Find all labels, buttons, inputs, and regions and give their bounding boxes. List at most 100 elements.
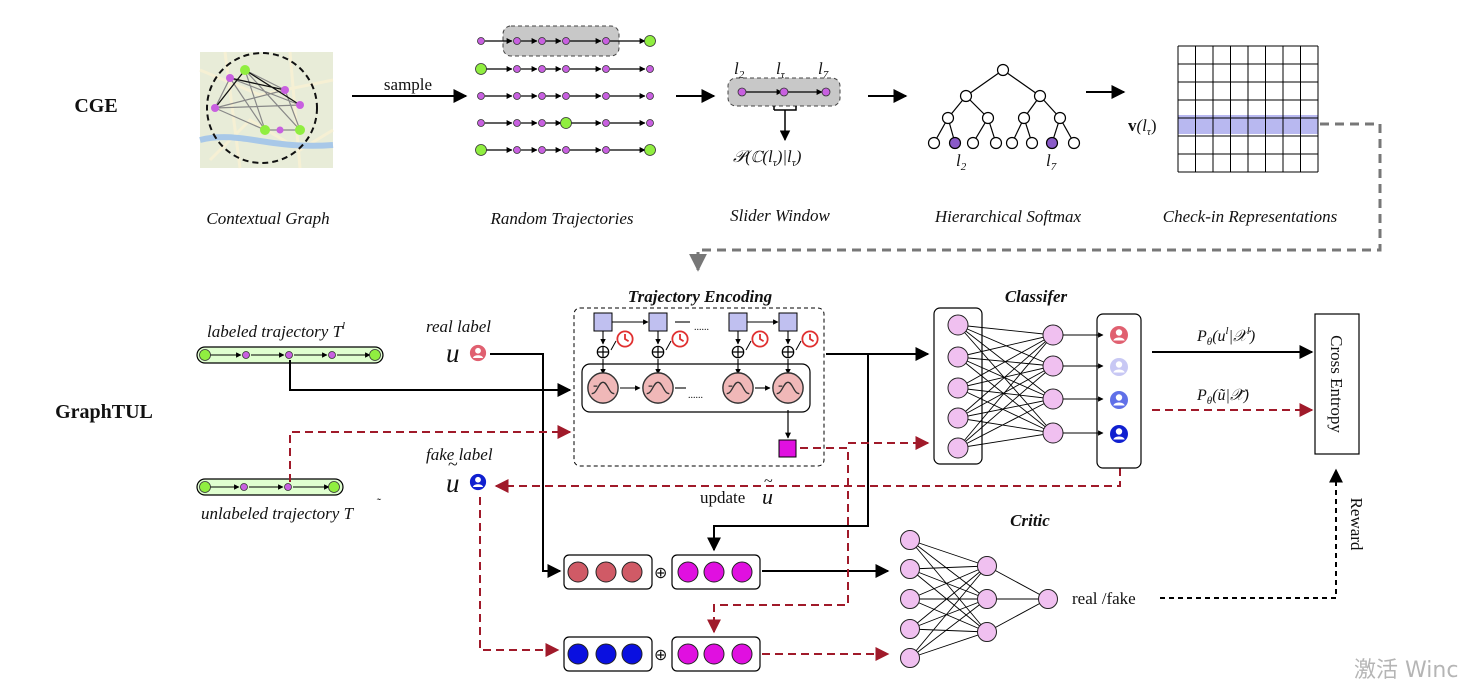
network-edge [909,539,988,633]
context-boundary [206,52,318,164]
real-label-to-critic-connector [490,353,562,578]
encoder-lstm-ellipsis: ...... [688,390,703,401]
network-neuron [947,314,969,336]
user-output-2-icon [1110,358,1128,376]
embedding-vector-label: v(lτ) [1128,116,1157,138]
tree-node [966,136,980,150]
tree-node [959,89,973,103]
network-edge [957,356,1054,400]
trajectory-node [199,349,211,361]
trajectory-node [644,35,656,47]
network-neuron [977,556,997,576]
classifier-input-layer [933,307,983,465]
trajectory-node [285,351,293,359]
tree-node [1067,136,1081,150]
real-label-symbol: u [446,338,460,368]
trajectory-node [602,146,610,154]
slider-window: l2 lτ l7 𝒫(ℂ(lτ)|lτ) [727,59,841,169]
trajectory-node [328,351,336,359]
plus-circle-icon [651,345,665,359]
trajectory-node [513,65,521,73]
classifier-output-layer [1096,313,1142,469]
user-output-4-icon [1110,425,1128,443]
network-neuron [900,559,920,579]
cross-entropy-box [1314,313,1360,455]
network-edge [957,417,1054,434]
update-u-tilde: ~ [764,473,773,490]
trajectory-node [538,119,546,127]
network-edge [957,324,1054,367]
encoder-edge [745,340,752,351]
update-u-symbol: u [762,484,773,509]
encoder-edge [795,340,802,351]
slider-window-caption: Slider Window [730,206,830,225]
network-edge [957,398,1054,449]
real-probability-label: Pθ(ul|𝒳l) [1196,325,1255,348]
trajectory-node [477,92,485,100]
encoder-edge [665,340,672,351]
tree-node [996,63,1010,77]
network-edge [986,598,1049,633]
tree-l2-label: l2 [956,151,967,173]
unlabeled-trajectory-tilde: ˜ [376,495,382,510]
random-trajectories-caption: Random Trajectories [489,209,633,228]
trajectory-node [513,92,521,100]
lstm-chain-box [581,363,811,413]
trajectory-node [475,63,487,75]
trajectory-node [240,483,248,491]
os-activation-watermark: 激活 Winc [1354,658,1458,683]
labeled-trajectory-label: labeled trajectory Tl [207,320,345,341]
network-edge [909,565,988,600]
clock-icon [801,330,819,348]
graphtul-row-label: GraphTUL [55,401,153,423]
network-neuron [947,407,969,429]
fake-label-tilde: ~ [448,454,458,474]
checkin-representations-caption: Check-in Representations [1163,207,1338,226]
labeled-trajectory [196,346,384,364]
tree-node [927,136,941,150]
network-edge [957,432,1054,449]
trajectory-encoding-title: Trajectory Encoding [628,287,773,306]
unlabeled-to-encoder-connector [289,425,572,482]
lstm-cell-icon [642,372,674,404]
network-edge [909,568,988,633]
update-label: update [700,488,745,507]
network-edge [909,568,988,600]
network-neuron [977,589,997,609]
classifier-title: Classifer [1005,287,1068,306]
encoder-top-ellipsis: ...... [694,322,709,333]
network-edge [909,565,988,630]
trajectory-node [646,119,654,127]
network-edge [957,356,1054,434]
network-edge [986,565,1049,600]
classifier-network [947,314,1104,459]
network-neuron [1042,324,1064,346]
tree-node [1033,89,1047,103]
network-edge [909,598,988,630]
network-edge [909,628,988,633]
clock-icon [751,330,769,348]
network-neuron [947,437,969,459]
tree-node [1025,136,1039,150]
tree-node [941,111,955,125]
tree-node [989,136,1003,150]
trajectory-node [602,92,610,100]
network-edge [957,387,1054,400]
lstm-cell-icon [772,372,804,404]
critic-network [900,530,1058,668]
hierarchical-softmax-tree [927,63,1081,150]
unlabeled-trajectory-label: unlabeled trajectory T [201,504,355,523]
network-edge [909,539,988,600]
user-output-3-icon [1110,391,1128,409]
real-embedding-pair: ⊕ [563,554,761,590]
random-trajectories [475,25,656,156]
network-edge [957,387,1054,434]
trajectory-node [562,146,570,154]
lstm-cell-icon [722,372,754,404]
trajectory-node [562,92,570,100]
network-neuron [900,589,920,609]
network-neuron [1042,422,1064,444]
trajectory-node [646,92,654,100]
plus-circle-icon [731,345,745,359]
trajectory-node [646,65,654,73]
